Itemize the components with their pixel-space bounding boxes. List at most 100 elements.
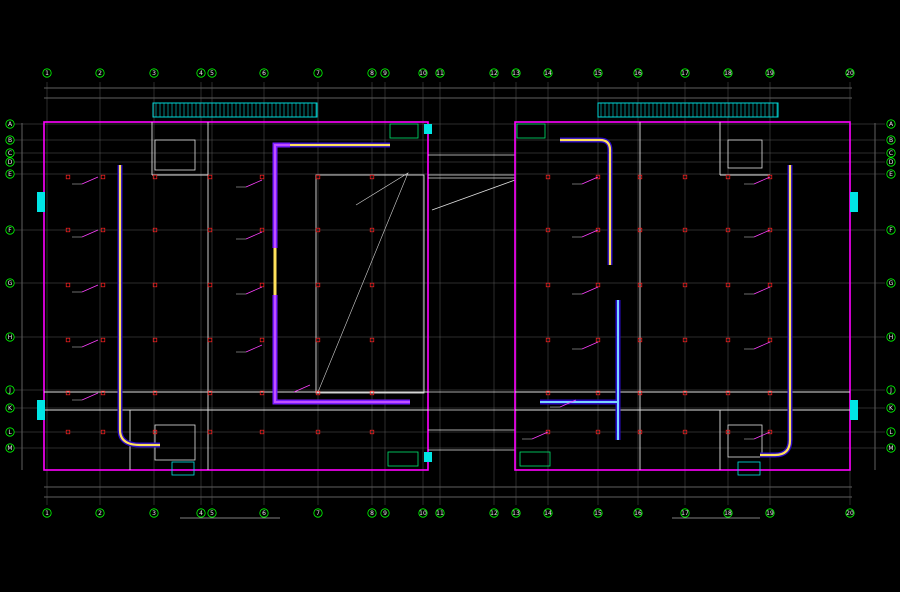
grid-bubble-circle: [380, 68, 390, 78]
ceiling-diffuser: [767, 390, 773, 396]
left-building-plan: [37, 102, 429, 476]
grid-bubble-bottom: 11: [435, 508, 445, 518]
grid-bubble-left: L: [5, 427, 15, 437]
grid-bubble-label: C: [8, 150, 12, 157]
ceiling-diffuser: [595, 282, 601, 288]
grid-bubble-circle: [511, 68, 521, 78]
grid-bubble-bottom: 7: [313, 508, 323, 518]
grid-bubble-circle: [511, 508, 521, 518]
grid-bubble-label: 6: [262, 70, 266, 77]
left-bottom-equipment: [387, 451, 419, 467]
ceiling-diffuser: [725, 282, 731, 288]
grid-bubble-circle: [313, 68, 323, 78]
grid-bubble-right: E: [886, 169, 896, 179]
ceiling-diffuser: [545, 174, 551, 180]
grid-bubble-circle: [543, 508, 553, 518]
grid-bubble-label: M: [7, 445, 12, 452]
grid-bubble-circle: [418, 508, 428, 518]
annotation-leader: [245, 344, 263, 353]
grid-bubble-circle: [723, 508, 733, 518]
grid-bubble-circle: [543, 68, 553, 78]
annotation-leader: [245, 286, 263, 295]
ceiling-diffuser: [207, 390, 213, 396]
left-interior-walls: [44, 122, 428, 470]
grid-bubble-circle: [886, 119, 896, 129]
grid-bubble-label: 1: [45, 70, 49, 77]
grid-bubble-circle: [5, 135, 15, 145]
ceiling-diffuser: [767, 282, 773, 288]
grid-bubble-left: E: [5, 169, 15, 179]
ceiling-diffuser: [637, 429, 643, 435]
grid-bubble-top: 6: [259, 68, 269, 78]
grid-bubble-left: H: [5, 332, 15, 342]
grid-bubble-label: C: [889, 150, 893, 157]
grid-bubble-label: D: [8, 159, 13, 166]
ceiling-diffuser: [637, 390, 643, 396]
grid-bubble-circle: [435, 68, 445, 78]
ceiling-diffuser: [369, 337, 375, 343]
ceiling-diffuser: [100, 227, 106, 233]
left-top-equipment: [389, 123, 419, 139]
grid-bubble-label: 5: [210, 510, 214, 517]
left-building-outline: [43, 121, 429, 471]
annotation-leader: [559, 399, 577, 408]
grid-bubble-label: 16: [634, 70, 642, 77]
grid-bubble-circle: [765, 508, 775, 518]
annotation-leader: [753, 341, 771, 350]
grid-bubble-bottom: 19: [765, 508, 775, 518]
ceiling-diffuser: [152, 337, 158, 343]
grid-bubble-label: 10: [419, 510, 427, 517]
ceiling-diffuser: [595, 227, 601, 233]
ceiling-diffuser: [637, 337, 643, 343]
ceiling-diffuser: [65, 227, 71, 233]
grid-bubble-circle: [5, 169, 15, 179]
grid-bubble-label: 20: [846, 510, 854, 517]
grid-bubble-left: F: [5, 225, 15, 235]
corridor-tag-top: [424, 124, 432, 134]
annotation-leader: [753, 431, 771, 440]
ceiling-diffuser: [100, 429, 106, 435]
grid-bubble-bottom: 12: [489, 508, 499, 518]
grid-bubble-label: B: [889, 137, 893, 144]
ceiling-diffuser: [152, 429, 158, 435]
grid-bubble-circle: [886, 278, 896, 288]
grid-bubble-top: 5: [207, 68, 217, 78]
grid-bubble-circle: [489, 68, 499, 78]
grid-bubble-circle: [593, 68, 603, 78]
ceiling-diffuser: [100, 282, 106, 288]
ceiling-diffuser: [725, 429, 731, 435]
grid-bubble-label: 20: [846, 70, 854, 77]
grid-bubble-circle: [313, 508, 323, 518]
grid-bubble-bottom: 20: [845, 508, 855, 518]
grid-bubble-right: B: [886, 135, 896, 145]
grid-bubble-top: 12: [489, 68, 499, 78]
grid-bubble-bottom: 2: [95, 508, 105, 518]
grid-bubble-bottom: 13: [511, 508, 521, 518]
ceiling-diffuser: [725, 337, 731, 343]
grid-bubble-label: 15: [594, 510, 602, 517]
ceiling-diffuser: [369, 429, 375, 435]
grid-bubble-label: 18: [724, 70, 732, 77]
ceiling-diffuser: [315, 227, 321, 233]
grid-bubble-label: L: [889, 429, 893, 436]
grid-bubble-label: 9: [383, 510, 387, 517]
ceiling-diffuser: [65, 390, 71, 396]
ceiling-diffuser: [595, 429, 601, 435]
grid-bubble-circle: [149, 508, 159, 518]
grid-bubble-label: M: [888, 445, 893, 452]
ceiling-diffuser: [152, 390, 158, 396]
ceiling-diffuser: [595, 390, 601, 396]
grid-bubble-circle: [680, 508, 690, 518]
grid-bubble-top: 10: [418, 68, 428, 78]
grid-bubble-circle: [845, 68, 855, 78]
grid-bubble-top: 3: [149, 68, 159, 78]
grid-bubble-label: B: [8, 137, 12, 144]
ceiling-diffuser: [259, 390, 265, 396]
grid-bubble-label: E: [8, 171, 12, 178]
grid-bubble-label: G: [8, 280, 13, 287]
grid-bubble-circle: [5, 385, 15, 395]
ceiling-diffuser: [369, 174, 375, 180]
grid-bubble-top: 17: [680, 68, 690, 78]
